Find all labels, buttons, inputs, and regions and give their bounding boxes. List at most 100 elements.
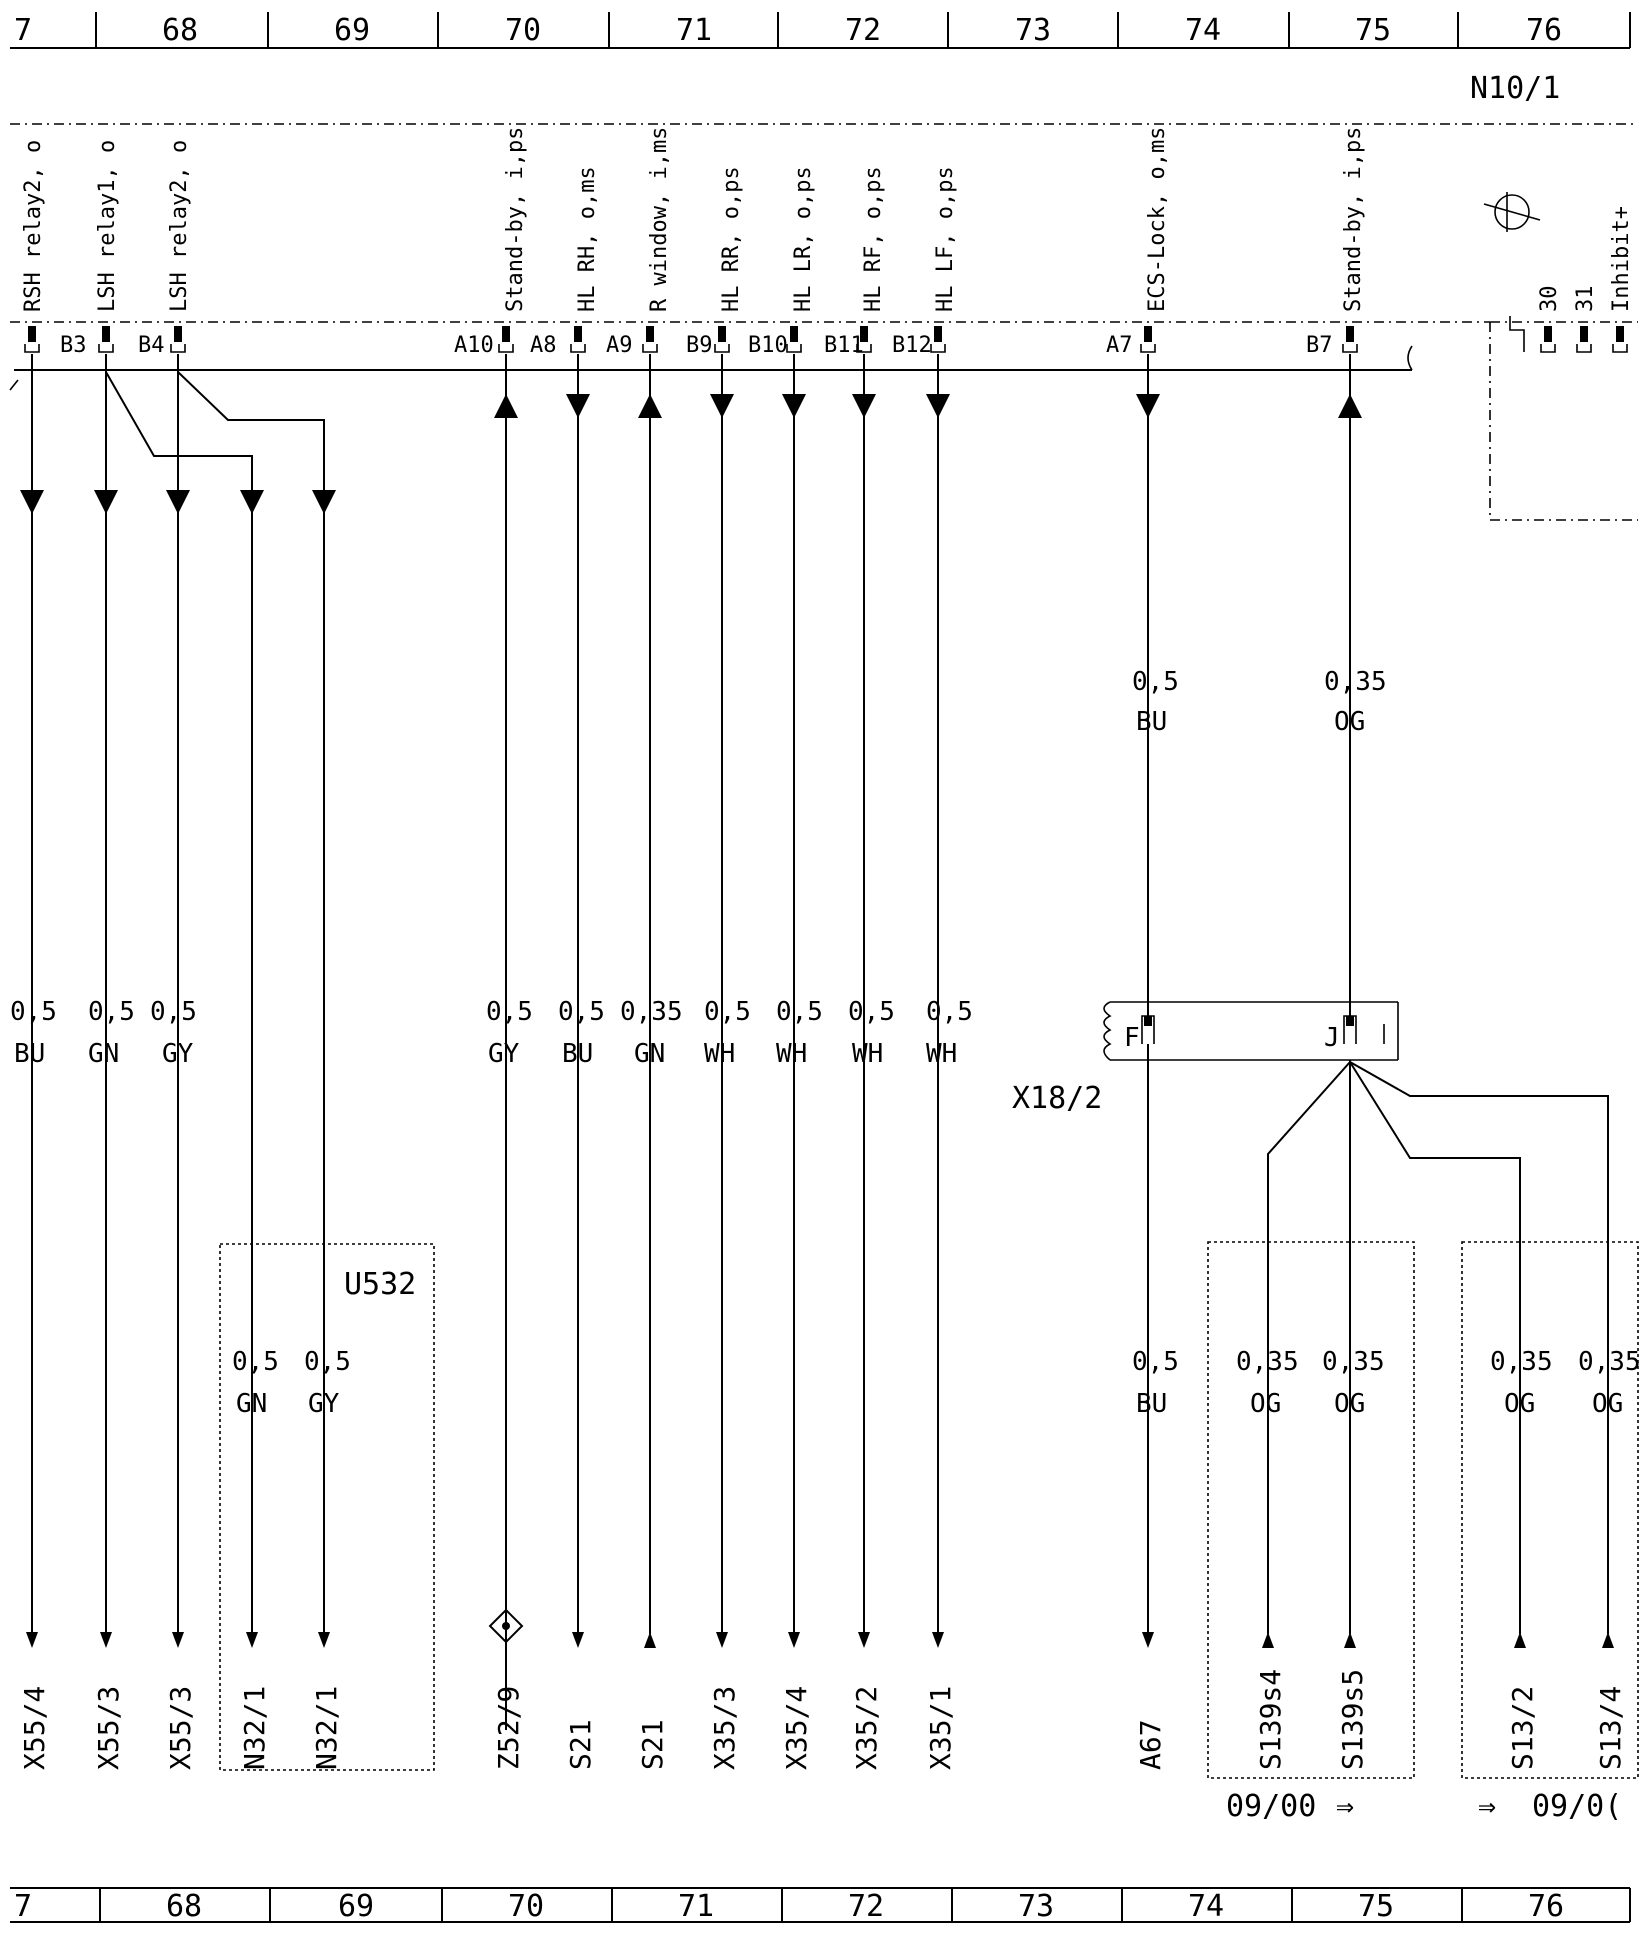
wire-size-label: 0,5 bbox=[1132, 1347, 1179, 1377]
pin-number: B7 bbox=[1306, 333, 1333, 358]
variant-arrow: ⇒ bbox=[1478, 1789, 1496, 1824]
ruler-cell: 74 bbox=[1188, 1889, 1224, 1924]
wire-size-label: 0,35 bbox=[1490, 1347, 1553, 1377]
ruler-cell: 76 bbox=[1528, 1889, 1564, 1924]
pin-signal-label: Stand-by, i,ps bbox=[503, 127, 528, 312]
connector-pin-label: J bbox=[1324, 1023, 1340, 1053]
pin-number: B4 bbox=[138, 333, 165, 358]
ruler-cell: 73 bbox=[1018, 1889, 1054, 1924]
variant-date: 09/00 bbox=[1226, 1789, 1316, 1824]
wire-color-label: GY bbox=[488, 1039, 520, 1069]
destination-label: S139s5 bbox=[1336, 1669, 1369, 1770]
wire-color-label: GN bbox=[88, 1039, 119, 1069]
ruler-cell: 72 bbox=[845, 13, 881, 48]
wire-color-label: WH bbox=[852, 1039, 883, 1069]
ruler-cell: 76 bbox=[1526, 13, 1562, 48]
wire-size-label: 0,5 bbox=[10, 997, 57, 1027]
column-ruler-top: 7 68 69 70 71 72 73 74 75 76 bbox=[10, 12, 1631, 49]
destination-label: S21 bbox=[564, 1719, 597, 1770]
connector-pin-label: F bbox=[1124, 1023, 1140, 1053]
wire-color-label: BU bbox=[562, 1039, 593, 1069]
pin-signal-label: LSH relay1, o bbox=[95, 140, 120, 312]
wire-color-label: BU bbox=[1136, 707, 1167, 737]
ruler-cell: 7 bbox=[14, 1889, 32, 1924]
ruler-cell: 74 bbox=[1185, 13, 1221, 48]
pin-signal-label: HL RF, o,ps bbox=[861, 166, 886, 312]
wires bbox=[9, 354, 1609, 1730]
wire-size-label: 0,5 bbox=[1132, 667, 1179, 697]
ruler-cell: 68 bbox=[162, 13, 198, 48]
ruler-cell: 75 bbox=[1355, 13, 1391, 48]
variant-box-left bbox=[1207, 1241, 1415, 1779]
destination-label: N32/1 bbox=[310, 1686, 343, 1770]
splice-box-name: U532 bbox=[344, 1267, 416, 1302]
wire-color-label: OG bbox=[1334, 707, 1365, 737]
supply-pin-label: Inhibit+ bbox=[1609, 206, 1634, 312]
pin-number: A10 bbox=[454, 333, 494, 358]
ruler-cell: 72 bbox=[848, 1889, 884, 1924]
pin-signal-label: HL LF, o,ps bbox=[933, 166, 958, 312]
pin-number: A9 bbox=[606, 333, 633, 358]
pin-number: B12 bbox=[892, 333, 932, 358]
destination-label: S13/2 bbox=[1506, 1686, 1539, 1770]
wire-color-label: OG bbox=[1250, 1389, 1281, 1419]
wire-size-label: 0,5 bbox=[848, 997, 895, 1027]
pin-number: A7 bbox=[1106, 333, 1133, 358]
ruler-cell: 70 bbox=[505, 13, 541, 48]
pin-signal-label: HL LR, o,ps bbox=[791, 166, 816, 312]
wire-size-label: 0,35 bbox=[1322, 1347, 1385, 1377]
ground-point-symbol bbox=[488, 1608, 524, 1644]
pin-signal-label: HL RH, o,ms bbox=[575, 166, 600, 312]
destination-label: X35/2 bbox=[850, 1686, 883, 1770]
ruler-cell: 71 bbox=[678, 1889, 714, 1924]
wire-size-label: 0,5 bbox=[486, 997, 533, 1027]
connector-name: X18/2 bbox=[1012, 1081, 1102, 1116]
wire-size-label: 0,5 bbox=[704, 997, 751, 1027]
component-title: N10/1 bbox=[1470, 71, 1560, 106]
destination-label: X55/3 bbox=[92, 1686, 125, 1770]
supply-pin-label: 30 bbox=[1537, 286, 1562, 313]
ruler-cell: 75 bbox=[1358, 1889, 1394, 1924]
wire-color-label: BU bbox=[14, 1039, 45, 1069]
ruler-cell: 69 bbox=[338, 1889, 374, 1924]
pin-number: A8 bbox=[530, 333, 557, 358]
destination-label: N32/1 bbox=[238, 1686, 271, 1770]
destination-label: S13/4 bbox=[1594, 1686, 1627, 1770]
arrow-marks bbox=[20, 394, 1614, 1648]
wire-color-label: OG bbox=[1592, 1389, 1623, 1419]
wire-size-label: 0,35 bbox=[1578, 1347, 1641, 1377]
pin-signal-label: RSH relay2, o bbox=[21, 140, 46, 312]
pin-signal-label: HL RR, o,ps bbox=[719, 166, 744, 312]
destination-label: S139s4 bbox=[1254, 1669, 1287, 1770]
pin-number: B10 bbox=[748, 333, 788, 358]
wire-size-label: 0,35 bbox=[1324, 667, 1387, 697]
wire-color-label: OG bbox=[1334, 1389, 1365, 1419]
destination-label: A67 bbox=[1134, 1719, 1167, 1770]
wire-size-label: 0,5 bbox=[88, 997, 135, 1027]
wire-color-label: OG bbox=[1504, 1389, 1535, 1419]
wire-size-label: 0,5 bbox=[150, 997, 197, 1027]
wire-color-label: GY bbox=[162, 1039, 194, 1069]
wire-size-label: 0,5 bbox=[304, 1347, 351, 1377]
wire-size-label: 0,5 bbox=[926, 997, 973, 1027]
pin-signal-label: Stand-by, i,ps bbox=[1341, 127, 1366, 312]
pin-signal-label: ECS-Lock, o,ms bbox=[1145, 127, 1170, 312]
pin-signal-label: R window, i,ms bbox=[647, 127, 672, 312]
wire-color-label: BU bbox=[1136, 1389, 1167, 1419]
ruler-cell: 7 bbox=[14, 13, 32, 48]
wire-color-label: WH bbox=[926, 1039, 957, 1069]
wire-size-label: 0,5 bbox=[232, 1347, 279, 1377]
wire-size-label: 0,35 bbox=[1236, 1347, 1299, 1377]
connector-x18-2: F J X18/2 bbox=[1012, 1001, 1399, 1116]
wire-size-label: 0,5 bbox=[776, 997, 823, 1027]
pin-number: B3 bbox=[60, 333, 87, 358]
destination-label: X55/3 bbox=[164, 1686, 197, 1770]
control-unit-outline bbox=[10, 123, 1638, 521]
pin-number: B9 bbox=[686, 333, 713, 358]
ruler-cell: 70 bbox=[508, 1889, 544, 1924]
ruler-cell: 71 bbox=[676, 13, 712, 48]
pin-terminals bbox=[24, 316, 1628, 353]
ruler-cell: 73 bbox=[1015, 13, 1051, 48]
wire-size-label: 0,35 bbox=[620, 997, 683, 1027]
